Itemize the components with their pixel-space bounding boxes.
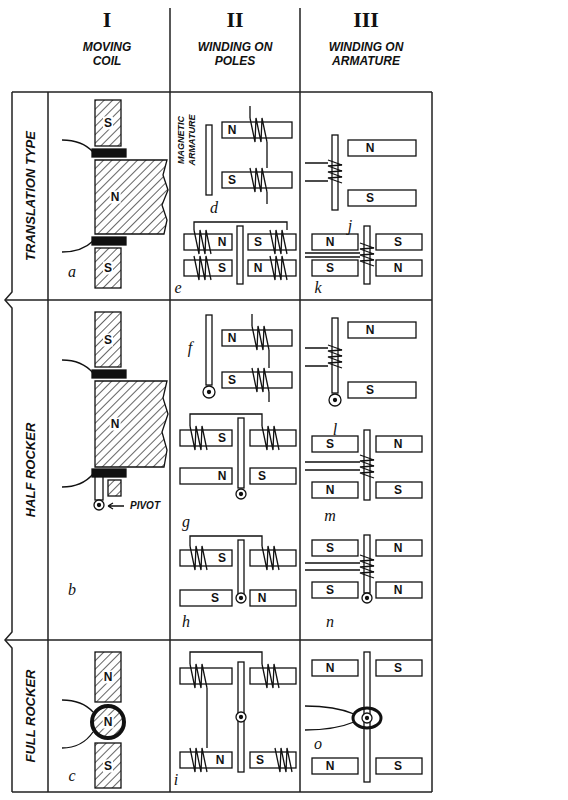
pole-letter: S bbox=[257, 470, 267, 483]
figure-letter: e bbox=[174, 279, 181, 297]
pole-letter: S bbox=[103, 262, 113, 275]
figure-letter: i bbox=[174, 771, 178, 789]
pole-letter: S bbox=[217, 262, 227, 275]
moving-coil-half-rocker bbox=[62, 312, 168, 510]
column-heading: WINDING ON POLES bbox=[190, 40, 280, 68]
row-heading: FULL ROCKER bbox=[23, 670, 38, 763]
pole-letter: S bbox=[217, 552, 227, 565]
pole-letter: N bbox=[217, 470, 228, 483]
figure-letter: j bbox=[348, 217, 352, 235]
pole-letter: S bbox=[103, 760, 113, 773]
column-number: I bbox=[103, 8, 112, 32]
pole-letter: S bbox=[103, 117, 113, 130]
column-heading: MOVING COIL bbox=[77, 40, 137, 68]
row-heading: HALF ROCKER bbox=[23, 423, 38, 518]
pole-letter: N bbox=[257, 592, 268, 605]
pole-letter: S bbox=[325, 262, 335, 275]
pole-letter: N bbox=[365, 142, 376, 155]
pole-letter: S bbox=[255, 754, 265, 767]
moving-coil-full-rocker bbox=[62, 652, 124, 788]
pole-letter: N bbox=[227, 124, 238, 137]
pole-letter: N bbox=[227, 332, 238, 345]
pole-letter: N bbox=[393, 584, 404, 597]
figure-letter: g bbox=[182, 513, 190, 531]
pole-letter: S bbox=[325, 438, 335, 451]
moving-coil-translation bbox=[62, 100, 168, 288]
row-heading: TRANSLATION TYPE bbox=[23, 131, 38, 261]
pole-letter: N bbox=[215, 754, 226, 767]
pole-letter: N bbox=[393, 438, 404, 451]
table-frame bbox=[5, 8, 432, 792]
figure-letter: a bbox=[68, 263, 76, 281]
pole-letter: S bbox=[393, 760, 403, 773]
figure-letter: b bbox=[68, 581, 76, 599]
pole-letter: N bbox=[393, 542, 404, 555]
pole-winding-figures bbox=[180, 106, 296, 772]
figure-letter: m bbox=[324, 507, 336, 525]
pole-letter: N bbox=[103, 716, 114, 729]
pole-letter: N bbox=[103, 671, 114, 684]
pole-letter: S bbox=[393, 662, 403, 675]
armature-winding-figures bbox=[305, 135, 422, 782]
pole-letter: N bbox=[365, 324, 376, 337]
pole-letter: S bbox=[393, 484, 403, 497]
pole-letter: N bbox=[110, 418, 121, 431]
pole-letter: S bbox=[393, 236, 403, 249]
pole-letter: N bbox=[110, 191, 121, 204]
pole-letter: S bbox=[365, 192, 375, 205]
figure-letter: d bbox=[210, 199, 218, 217]
figure-letter: l bbox=[333, 421, 337, 439]
pole-letter: N bbox=[253, 262, 264, 275]
pole-letter: S bbox=[325, 542, 335, 555]
column-heading: WINDING ON ARMATURE bbox=[321, 40, 411, 68]
pole-letter: N bbox=[217, 236, 228, 249]
pole-letter: S bbox=[227, 174, 237, 187]
column-number: II bbox=[226, 8, 243, 32]
pole-letter: S bbox=[365, 384, 375, 397]
pole-letter: N bbox=[325, 662, 336, 675]
column-number: III bbox=[353, 8, 379, 32]
pole-letter: N bbox=[325, 484, 336, 497]
pole-letter: S bbox=[217, 432, 227, 445]
pole-letter: N bbox=[325, 236, 336, 249]
figure-letter: c bbox=[68, 767, 75, 785]
figure-letter: o bbox=[314, 735, 322, 753]
pole-letter: S bbox=[253, 236, 263, 249]
figure-letter: h bbox=[182, 613, 190, 631]
callout-label: PIVOT bbox=[130, 500, 160, 512]
pole-letter: S bbox=[325, 584, 335, 597]
part-label: MAGNETIC ARMATURE bbox=[176, 110, 198, 170]
figure-letter: n bbox=[326, 613, 334, 631]
figure-letter: f bbox=[188, 339, 192, 357]
pole-letter: S bbox=[227, 374, 237, 387]
pole-letter: N bbox=[325, 760, 336, 773]
pole-letter: N bbox=[393, 262, 404, 275]
pole-letter: S bbox=[103, 334, 113, 347]
pole-letter: S bbox=[210, 592, 220, 605]
figure-letter: k bbox=[314, 279, 321, 297]
